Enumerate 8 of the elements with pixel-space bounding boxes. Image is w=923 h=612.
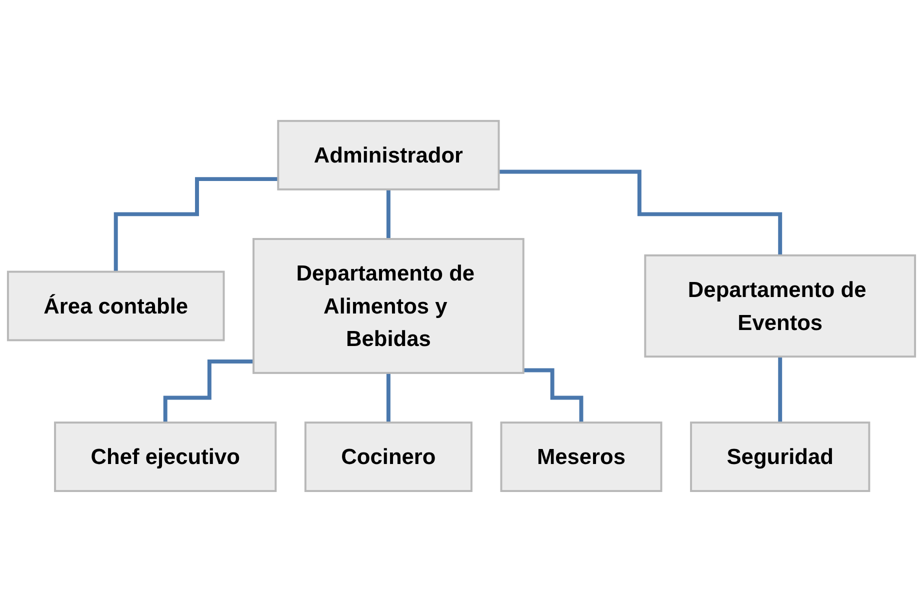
node-box: Meseros (500, 422, 662, 492)
node-box: Departamento de Eventos (644, 254, 916, 358)
node-box: Área contable (6, 270, 225, 342)
node-box: Cocinero (304, 422, 472, 492)
node-box: Chef ejecutivo (54, 422, 277, 492)
node-box: Seguridad (690, 422, 870, 492)
node-box: Departamento de Alimentos y Bebidas (252, 238, 524, 374)
node-box: Administrador (277, 120, 500, 190)
